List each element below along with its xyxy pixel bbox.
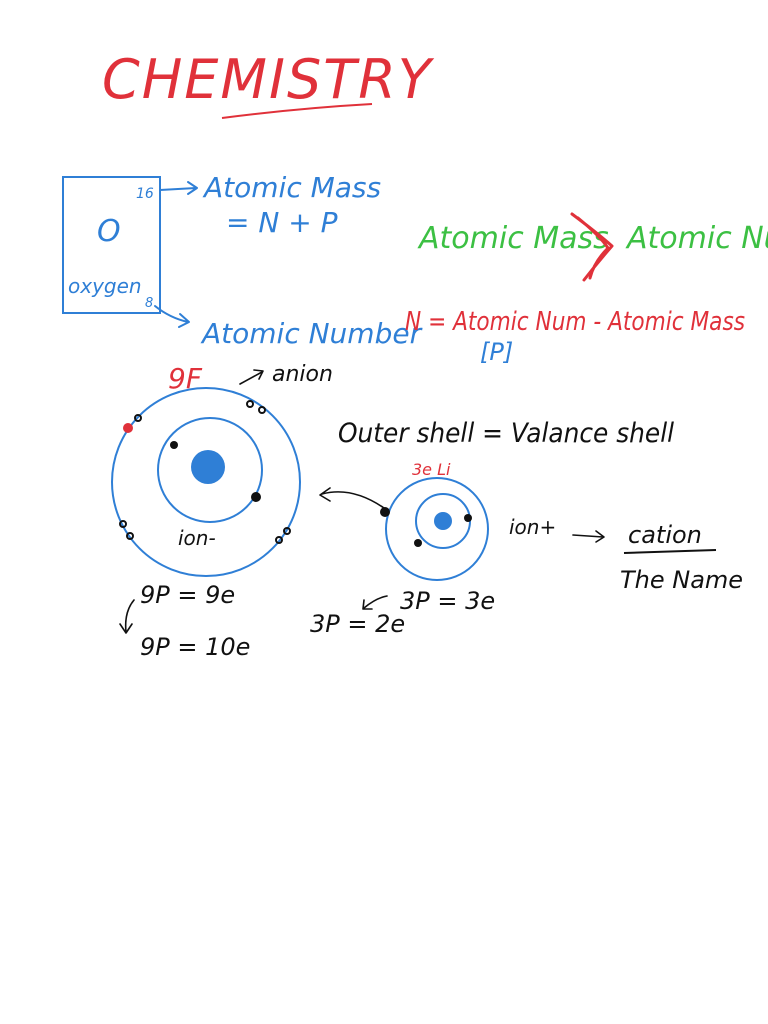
title-underline <box>221 103 373 119</box>
electron-extra <box>123 423 133 433</box>
atomic-mass-formula: = N + P <box>226 206 338 239</box>
electron <box>170 441 178 449</box>
electron <box>134 414 142 422</box>
lithium-eq1: 3P = 3e <box>400 587 495 615</box>
electron <box>464 514 472 522</box>
cation-arrow-icon <box>572 530 605 543</box>
fluorine-ion-label: ion- <box>178 526 216 550</box>
greater-than-icon <box>570 212 614 282</box>
element-box <box>62 176 161 314</box>
the-name-label: The Name <box>620 566 743 594</box>
electron <box>283 527 291 535</box>
lithium-label: 3e Li <box>412 460 451 479</box>
electron <box>246 400 254 408</box>
electron <box>414 539 422 547</box>
electron <box>275 536 283 544</box>
cation-label: cation <box>628 521 702 549</box>
lithium-ion-label: ion+ <box>509 515 556 539</box>
fluorine-outer-shell <box>111 387 301 577</box>
element-symbol: O <box>97 214 121 249</box>
arrow-to-mass-icon <box>159 181 198 195</box>
fluorine-eq2: 9P = 10e <box>140 633 250 661</box>
electron <box>251 492 261 502</box>
anion-arrow-icon <box>239 369 264 385</box>
atomic-mass-label: Atomic Mass <box>202 171 381 204</box>
comparison-right: Atomic Num <box>625 221 768 256</box>
lithium-curve-arrow-icon <box>319 487 385 509</box>
electron <box>126 532 134 540</box>
lithium-nucleus <box>434 512 452 530</box>
atomic-number-label: Atomic Number <box>200 317 423 350</box>
comparison-left: Atomic Mass <box>417 221 609 256</box>
shell-note: Outer shell = Valance shell <box>338 418 674 449</box>
cation-underline <box>623 549 717 554</box>
element-name: oxygen <box>68 274 142 298</box>
fluorine-nucleus <box>191 450 225 484</box>
neutron-formula-bracket: [P] <box>480 338 513 366</box>
down-arrow-icon <box>119 599 135 634</box>
title: CHEMISTRY <box>102 48 435 111</box>
arrow-to-number-icon <box>154 305 190 328</box>
anion-label: anion <box>272 362 333 387</box>
lithium-outer-shell <box>385 477 489 581</box>
neutron-formula: N = Atomic Num - Atomic Mass <box>405 307 745 337</box>
electron <box>258 406 266 414</box>
fluorine-inner-shell <box>157 417 263 523</box>
element-atomic-number: 8 <box>145 296 153 311</box>
lithium-eq2: 3P = 2e <box>310 610 405 638</box>
electron <box>380 507 390 517</box>
electron <box>119 520 127 528</box>
fluorine-eq1: 9P = 9e <box>140 581 235 609</box>
left-arrow-icon <box>362 595 388 610</box>
element-mass-number: 16 <box>136 186 154 202</box>
